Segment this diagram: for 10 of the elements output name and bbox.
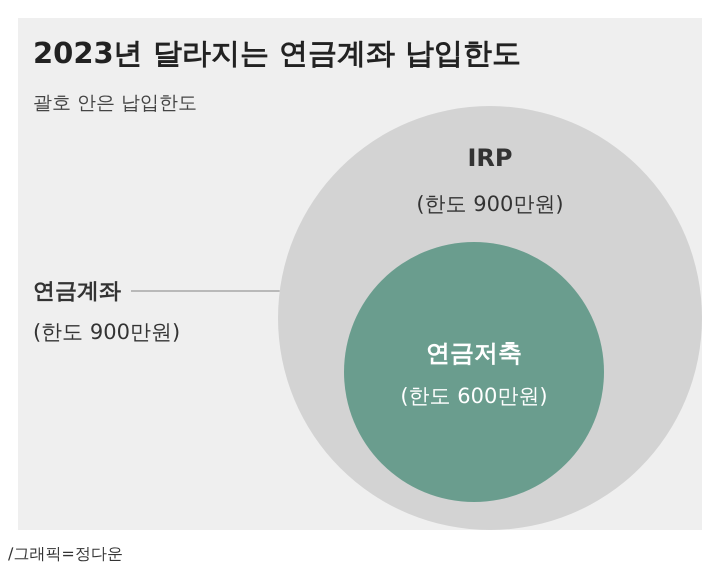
subtitle: 괄호 안은 납입한도 <box>33 91 198 116</box>
circle-subtitle: (한도 900만원) <box>415 191 565 218</box>
caption: /그래픽=정다운 <box>8 544 123 565</box>
circle-title: 연금저축 <box>425 338 523 369</box>
title: 2023년 달라지는 연금계좌 납입한도 <box>33 35 522 72</box>
label-title: 연금계좌 <box>33 278 121 306</box>
label-subtitle: (한도 900만원) <box>33 319 180 346</box>
circle-title: IRP <box>466 144 514 172</box>
circle-subtitle: (한도 600만원) <box>399 383 549 410</box>
leader-line <box>131 290 280 292</box>
